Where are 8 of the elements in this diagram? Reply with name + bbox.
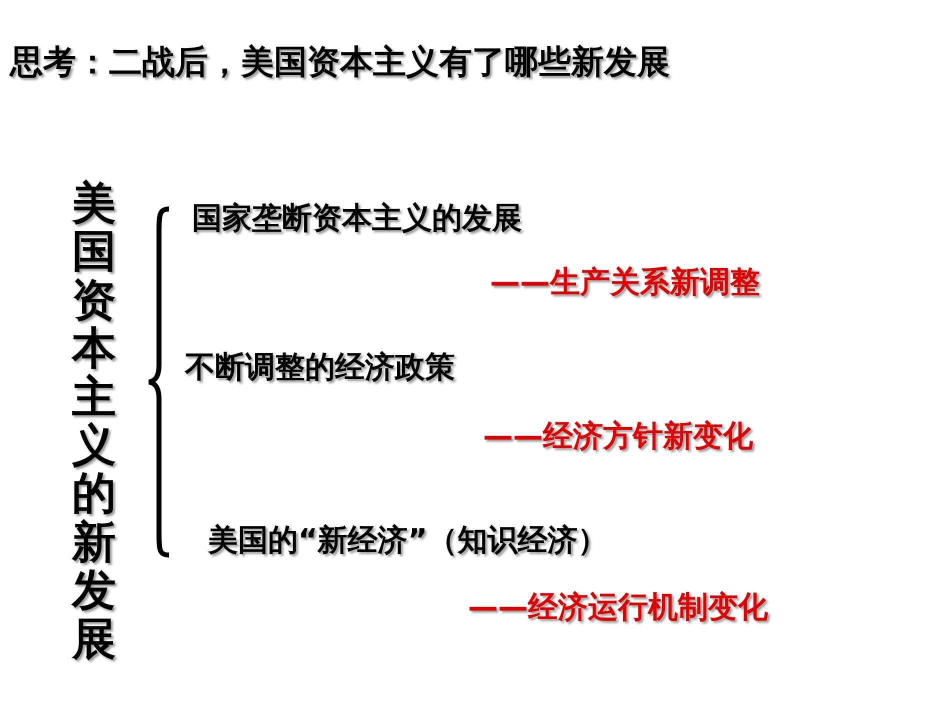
- vertical-heading: 美国资本主义的新发展: [72, 180, 116, 664]
- topic-text: 不断调整的经济政策: [185, 349, 455, 387]
- topic-text: 国家垄断资本主义的发展: [192, 200, 522, 238]
- slide-title: 思考：二战后，美国资本主义有了哪些新发展: [10, 41, 670, 83]
- topic-text: 美国的“新经济”（知识经济）: [208, 522, 608, 560]
- subtopic-text: ——经济方针新变化: [483, 418, 753, 456]
- subtopic-text: ——生产关系新调整: [490, 264, 760, 302]
- subtopic-text: ——经济运行机制变化: [468, 589, 768, 627]
